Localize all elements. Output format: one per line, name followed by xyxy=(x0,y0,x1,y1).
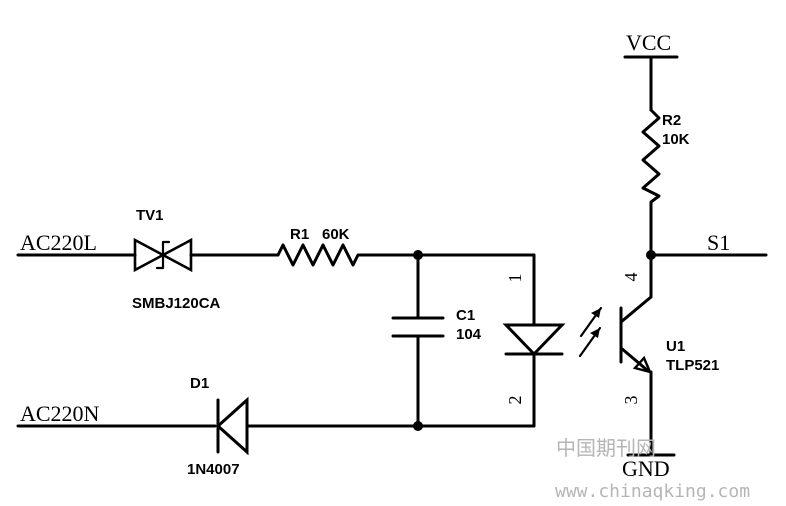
resistor-r2 xyxy=(641,108,661,257)
vcc-rail xyxy=(623,55,679,112)
pin-3-label: 3 xyxy=(621,396,641,405)
r1-value: 60K xyxy=(322,226,350,243)
net-label-gnd: GND xyxy=(622,456,670,481)
resistor-r1 xyxy=(276,243,367,267)
tv1-value: SMBJ120CA xyxy=(132,295,221,312)
optocoupler-led xyxy=(502,253,566,428)
r1-ref: R1 xyxy=(290,226,309,243)
r2-value: 10K xyxy=(662,131,690,148)
tvs-diode-tv1 xyxy=(133,237,193,273)
u1-ref: U1 xyxy=(666,338,685,355)
diode-d1 xyxy=(215,396,249,456)
net-label-ac220l: AC220L xyxy=(20,230,97,255)
d1-value: 1N4007 xyxy=(187,461,240,478)
c1-value: 104 xyxy=(456,326,482,343)
pin-2-label: 2 xyxy=(505,396,525,405)
pin-1-label: 1 xyxy=(505,274,525,283)
net-label-vcc: VCC xyxy=(626,30,671,55)
watermark-url: www.chinaqking.com xyxy=(555,481,750,502)
light-arrows-icon xyxy=(578,306,603,358)
net-label-s1: S1 xyxy=(707,230,730,255)
capacitor-c1 xyxy=(391,253,445,428)
pin-4-label: 4 xyxy=(621,273,641,282)
net-label-ac220n: AC220N xyxy=(20,401,100,426)
r2-ref: R2 xyxy=(662,112,681,129)
watermark-cn: 中国期刊网 xyxy=(556,436,656,460)
tv1-ref: TV1 xyxy=(136,207,164,224)
c1-ref: C1 xyxy=(456,307,475,324)
u1-value: TLP521 xyxy=(666,357,719,374)
d1-ref: D1 xyxy=(190,375,209,392)
optocoupler-phototransistor xyxy=(619,253,653,457)
